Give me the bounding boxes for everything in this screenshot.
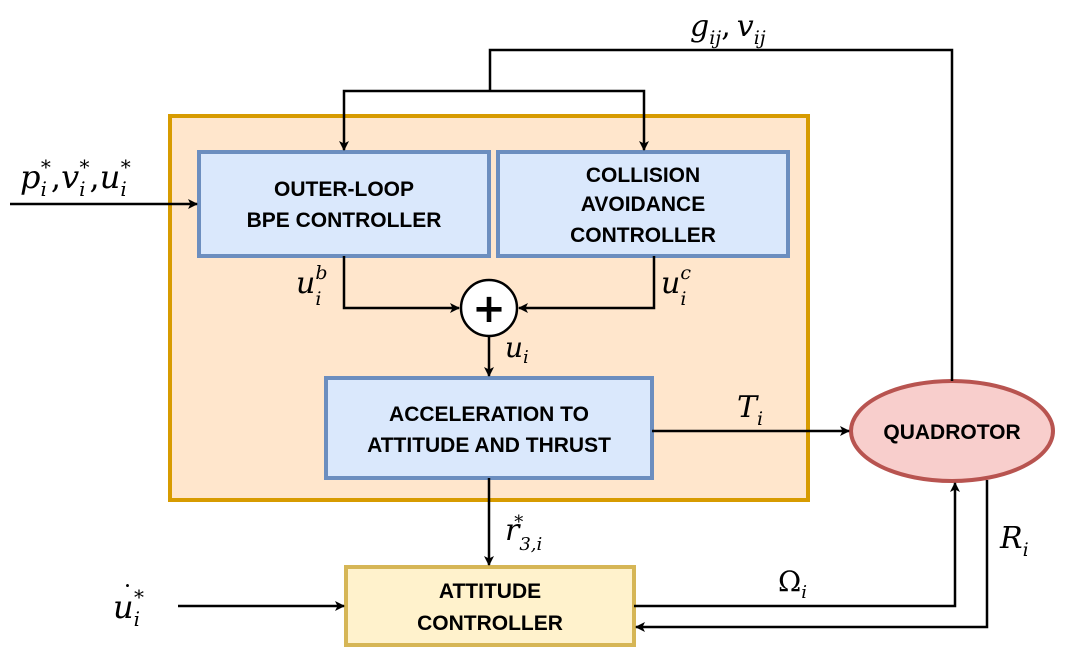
ui-signal-label: ui [505, 331, 529, 368]
summing-junction: + [459, 278, 519, 338]
accel-label-line1: ACCELERATION TO [389, 403, 589, 426]
quadrotor-block: QUADROTOR [849, 379, 1055, 483]
rot-signal-label: Ri [999, 521, 1029, 561]
udot-dot-mark: ˙ [121, 581, 134, 611]
ub-signal-label: uib [296, 262, 328, 310]
plus-icon: + [472, 286, 506, 332]
outer-loop-bpe-controller-block: OUTER-LOOP BPE CONTROLLER [197, 150, 491, 258]
omega-arrow [634, 482, 960, 608]
attitude-label-line1: ATTITUDE [439, 580, 541, 603]
feedback-signal-label: gij,vij [690, 9, 766, 49]
ub-to-sum-arrow [342, 256, 460, 313]
omega-signal-label: Ωi [778, 565, 807, 603]
feedback-to-collision-arrow [490, 89, 649, 151]
outer-loop-label-line2: BPE CONTROLLER [247, 209, 442, 232]
rot-arrow [635, 480, 989, 632]
collision-avoidance-controller-block: COLLISION AVOIDANCE CONTROLLER [496, 150, 790, 258]
feedback-wire [488, 48, 954, 381]
collision-label-line1: COLLISION [586, 164, 700, 187]
uc-signal-label: uic [661, 262, 691, 310]
collision-label-line3: CONTROLLER [570, 224, 716, 247]
accel-label-line2: ATTITUDE AND THRUST [367, 434, 611, 457]
uc-to-sum-arrow [518, 256, 656, 313]
feedback-to-outer-loop-arrow [339, 89, 490, 151]
r3-signal-label: r3,i* [505, 512, 542, 555]
attitude-controller-block: ATTITUDE CONTROLLER [344, 565, 636, 647]
thrust-signal-label: Ti [737, 390, 763, 430]
collision-label-line2: AVOIDANCE [581, 193, 705, 216]
udot-signal-label: ui* [113, 585, 144, 631]
acceleration-to-attitude-block: ACCELERATION TO ATTITUDE AND THRUST [324, 376, 654, 480]
quadrotor-label: QUADROTOR [883, 421, 1020, 444]
outer-loop-label-line1: OUTER-LOOP [274, 178, 414, 201]
attitude-label-line2: CONTROLLER [417, 612, 563, 635]
input-signal-label: pi*,vi*,ui* [20, 155, 131, 201]
